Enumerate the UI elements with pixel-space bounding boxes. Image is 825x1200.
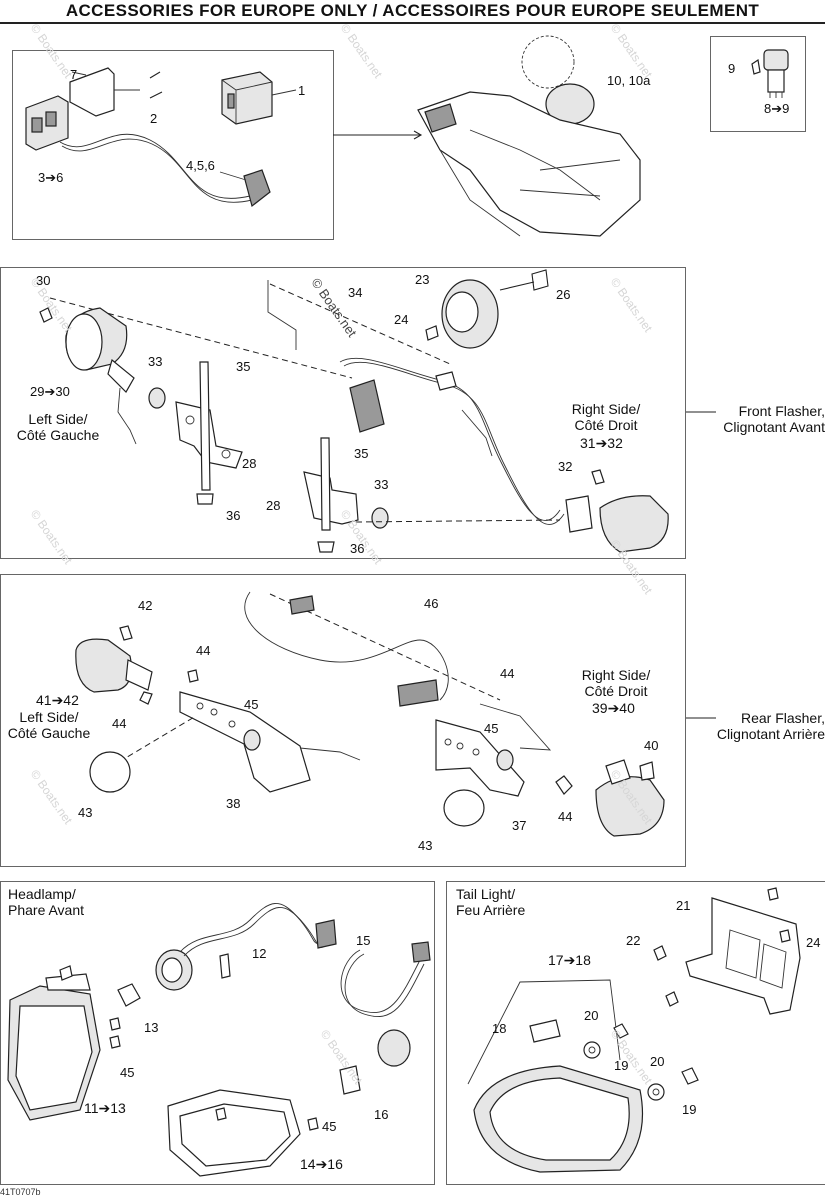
callout-43: 43: [78, 805, 93, 820]
callout-42: 42: [138, 598, 153, 613]
callout-30: 30: [36, 273, 51, 288]
callout-18: 18: [492, 1021, 507, 1036]
callout-35: 35: [236, 359, 251, 374]
callout-45: 45: [322, 1119, 337, 1134]
callout-41-42: 41➔42: [36, 692, 79, 708]
callout-3-6: 3➔6: [38, 170, 64, 185]
callout-1: 1: [298, 83, 306, 98]
callout-10-10a: 10, 10a: [607, 73, 651, 88]
callout-16: 16: [374, 1107, 389, 1122]
front-right-range: 31➔32: [580, 435, 623, 451]
callout-45: 45: [484, 721, 499, 736]
callout-45: 45: [244, 697, 259, 712]
callout-8-9: 8➔9: [764, 101, 790, 116]
callout-36: 36: [226, 508, 241, 523]
front-right-flasher: [303, 437, 669, 553]
accessories-inset-panel: [710, 36, 806, 132]
headlamp-illustration: [7, 903, 431, 1177]
rear-left-side-label: Left Side/ Côté Gauche: [7, 709, 91, 741]
callout-40: 40: [644, 738, 659, 753]
headlamp-title: Headlamp/ Phare Avant: [8, 886, 85, 918]
page-title: ACCESSORIES FOR EUROPE ONLY / ACCESSOIRE…: [0, 0, 825, 24]
callout-29-30: 29➔30: [30, 384, 70, 399]
callout-35: 35: [354, 446, 369, 461]
callout-24: 24: [806, 935, 821, 950]
callout-17-18: 17➔18: [548, 952, 591, 968]
switch-illustration: [25, 67, 271, 208]
callout-13: 13: [144, 1020, 159, 1035]
front-harness: [267, 280, 565, 525]
callout-44: 44: [500, 666, 515, 681]
callout-19: 19: [614, 1058, 629, 1073]
callout-23: 23: [415, 272, 430, 287]
callout-32: 32: [558, 459, 573, 474]
callout-34: 34: [348, 285, 363, 300]
callout-44: 44: [112, 716, 127, 731]
callout-36: 36: [350, 541, 365, 556]
callout-28: 28: [266, 498, 281, 513]
rear-harness: [244, 591, 552, 761]
taillight-illustration: [467, 887, 801, 1173]
front-flasher-caption: Front Flasher, Clignotant Avant: [723, 403, 825, 435]
callout-22: 22: [626, 933, 641, 948]
drawing-code: 41T0707b: [0, 1187, 41, 1197]
front-right-side-label: Right Side/ Côté Droit: [571, 401, 641, 433]
callout-19: 19: [682, 1102, 697, 1117]
callout-43: 43: [418, 838, 433, 853]
callout-20: 20: [584, 1008, 599, 1023]
callout-44: 44: [558, 809, 573, 824]
callout-9: 9: [728, 61, 736, 76]
callout-4-5-6: 4,5,6: [186, 158, 215, 173]
callout-37: 37: [512, 818, 527, 833]
callout-20: 20: [650, 1054, 665, 1069]
rear-left-flasher: [75, 625, 311, 793]
rear-right-side-label: Right Side/ Côté Droit: [581, 667, 651, 699]
front-lamp-housing: [425, 269, 549, 349]
callout-28: 28: [242, 456, 257, 471]
inset-illustration: [751, 49, 789, 98]
callout-44: 44: [196, 643, 211, 658]
callout-45: 45: [120, 1065, 135, 1080]
callout-33: 33: [374, 477, 389, 492]
handlebar-illustration: [417, 35, 641, 237]
callout-7: 7: [70, 67, 78, 82]
callout-21: 21: [676, 898, 691, 913]
front-left-flasher: [39, 297, 353, 505]
callout-2: 2: [150, 111, 158, 126]
front-left-side-label: Left Side/ Côté Gauche: [16, 411, 100, 443]
callout-33: 33: [148, 354, 163, 369]
callout-12: 12: [252, 946, 267, 961]
rear-flasher-panel: [0, 574, 686, 867]
rear-right-range: 39➔40: [592, 700, 635, 716]
callout-46: 46: [424, 596, 439, 611]
rear-right-flasher: [435, 719, 665, 837]
callout-11-13: 11➔13: [84, 1100, 126, 1116]
callout-arrowhead: [413, 130, 423, 140]
callout-38: 38: [226, 796, 241, 811]
callout-24: 24: [394, 312, 409, 327]
callout-15: 15: [356, 933, 371, 948]
taillight-title: Tail Light/ Feu Arrière: [456, 886, 526, 918]
relay-illustration: [221, 71, 297, 125]
callout-14-16: 14➔16: [300, 1156, 343, 1172]
rear-flasher-caption: Rear Flasher, Clignotant Arrière: [716, 710, 825, 742]
callout-26: 26: [556, 287, 571, 302]
